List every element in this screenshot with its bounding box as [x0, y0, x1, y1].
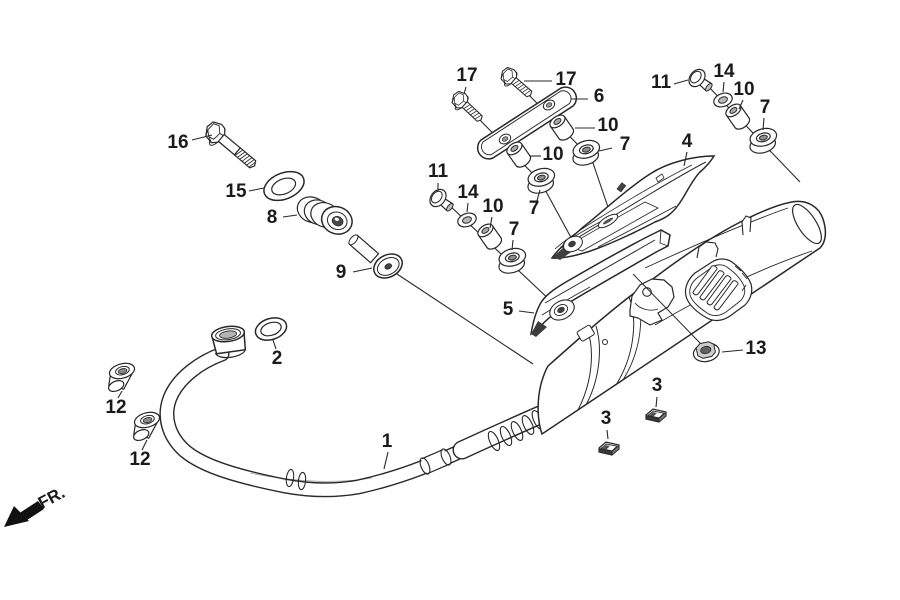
svg-text:7: 7: [760, 97, 771, 118]
svg-text:7: 7: [620, 134, 631, 155]
svg-text:12: 12: [105, 397, 126, 418]
svg-text:8: 8: [267, 207, 278, 228]
svg-text:14: 14: [457, 182, 479, 203]
svg-text:9: 9: [336, 262, 347, 283]
svg-text:3: 3: [601, 408, 612, 429]
svg-text:7: 7: [529, 198, 540, 219]
svg-text:6: 6: [594, 86, 605, 107]
svg-text:3: 3: [652, 375, 663, 396]
svg-text:5: 5: [503, 299, 514, 320]
svg-text:10: 10: [542, 144, 563, 165]
svg-text:11: 11: [651, 72, 672, 93]
svg-text:13: 13: [745, 338, 766, 359]
svg-text:11: 11: [428, 161, 449, 182]
svg-text:7: 7: [509, 219, 520, 240]
svg-text:16: 16: [167, 132, 188, 153]
svg-text:15: 15: [225, 181, 247, 202]
svg-text:10: 10: [597, 115, 618, 136]
svg-text:10: 10: [482, 196, 503, 217]
svg-text:2: 2: [272, 348, 283, 369]
svg-text:10: 10: [733, 79, 754, 100]
svg-text:17: 17: [555, 69, 576, 90]
svg-text:17: 17: [456, 65, 477, 86]
svg-text:4: 4: [682, 131, 693, 152]
svg-text:12: 12: [129, 449, 150, 470]
svg-text:14: 14: [713, 61, 735, 82]
svg-text:1: 1: [382, 431, 393, 452]
